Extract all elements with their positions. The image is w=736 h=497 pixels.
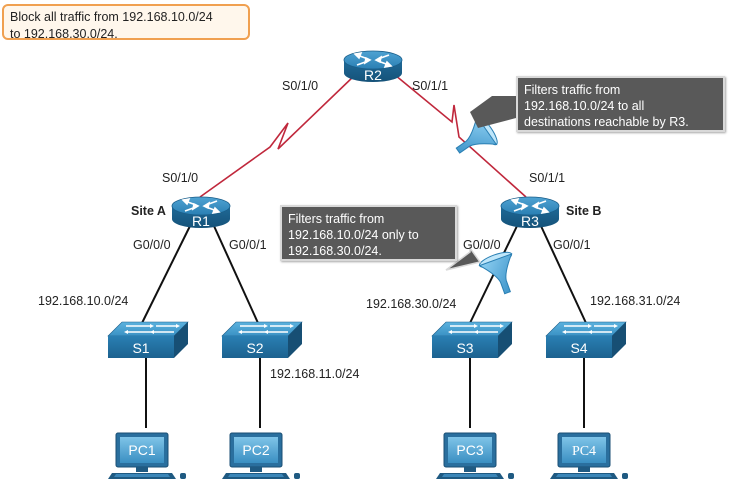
router-r3-label: R3 [521,213,539,229]
r1-g000-label: G0/0/0 [133,238,171,252]
callout-center-line2: 192.168.10.0/24 only to [288,228,419,242]
serial-link-r2-r3 [394,74,527,198]
r3-s011-label: S0/1/1 [529,171,566,185]
site-b-label: Site B [566,204,602,218]
switch-s2[interactable]: S2 [221,321,303,359]
callout-r3-filter: Filters traffic from 192.168.10.0/24 to … [516,76,725,132]
pc-pc1-label: PC1 [128,442,155,458]
switch-s3-label: S3 [456,340,473,356]
switch-s4-label: S4 [570,340,587,356]
serial-link-r1-r2 [199,74,356,198]
r3-g000-label: G0/0/0 [463,238,501,252]
network-11-label: 192.168.11.0/24 [270,367,360,381]
objective-note-line2: to 192.168.30.0/24. [10,27,118,41]
objective-note-line1: Block all traffic from 192.168.10.0/24 [10,10,213,24]
r3-g001-label: G0/0/1 [553,238,591,252]
callout-r3-tail [470,96,516,128]
router-r2[interactable]: R2 [343,50,403,83]
switch-s2-label: S2 [246,340,263,356]
router-r3[interactable]: R3 [500,196,560,229]
r2-s010-label: S0/1/0 [282,79,319,93]
pc-pc3-label: PC3 [456,442,483,458]
callout-center-line3: 192.168.30.0/24. [288,244,382,258]
switch-s1-label: S1 [132,340,149,356]
network-31-label: 192.168.31.0/24 [590,294,681,308]
network-30-label: 192.168.30.0/24 [366,297,457,311]
callout-r3-line3: destinations reachable by R3. [524,115,689,129]
pc-pc4-label: PC4 [572,444,596,459]
switch-s1[interactable]: S1 [107,321,189,359]
callout-center-line1: Filters traffic from [288,212,385,226]
callout-r3-line1: Filters traffic from [524,83,621,97]
r1-g001-label: G0/0/1 [229,238,267,252]
pc-pc3[interactable]: PC3 [435,432,515,480]
site-a-label: Site A [131,204,166,218]
switch-s4[interactable]: S4 [545,321,627,359]
pc-pc2[interactable]: PC2 [221,432,301,480]
callout-r3-line2: 192.168.10.0/24 to all [524,99,645,113]
pc-pc2-label: PC2 [242,442,269,458]
objective-note: Block all traffic from 192.168.10.0/24 t… [2,4,250,41]
router-r2-label: R2 [364,67,382,83]
switch-s3[interactable]: S3 [431,321,513,359]
callout-center-tail [445,245,482,271]
pc-pc1[interactable]: PC1 [107,432,187,480]
r2-s011-label: S0/1/1 [412,79,449,93]
pc-pc4[interactable]: PC4 [549,432,629,480]
network-10-label: 192.168.10.0/24 [38,294,129,308]
callout-center-filter: Filters traffic from 192.168.10.0/24 onl… [280,205,457,261]
router-r1[interactable]: R1 [171,196,231,229]
r1-s010-label: S0/1/0 [162,171,199,185]
router-r1-label: R1 [192,213,210,229]
